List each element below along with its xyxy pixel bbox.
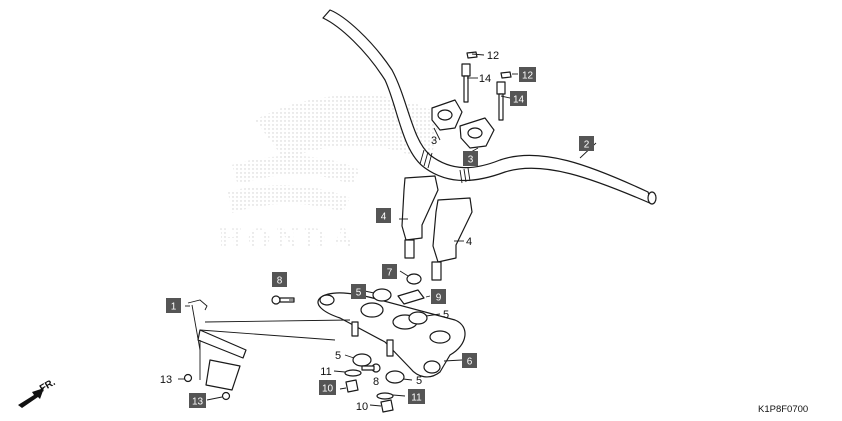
- handlebar-lower-holder-left: [401, 175, 439, 259]
- svg-text:14: 14: [479, 73, 491, 85]
- nut-upper: [345, 379, 359, 393]
- svg-text:2: 2: [584, 140, 590, 151]
- callout-5-plain-bottom: 5: [416, 375, 422, 387]
- diagram-code: K1P8F0700: [758, 404, 808, 415]
- callout-1: 1: [166, 298, 181, 313]
- svg-text:13: 13: [192, 397, 204, 408]
- handlebar-upper-holder-left: [431, 99, 463, 131]
- callout-5-plain-right: 5: [443, 309, 449, 321]
- rubber-bushing-bottom-1: [352, 353, 372, 367]
- callout-9: 9: [431, 289, 446, 304]
- callout-7: 7: [382, 264, 397, 279]
- callout-5-plain-left: 5: [335, 350, 341, 362]
- callout-10-plain: 10: [356, 401, 368, 413]
- callout-11-plain: 11: [320, 366, 331, 378]
- washer-bottom: [376, 392, 394, 400]
- honda-wing-watermark: HONDA: [218, 95, 440, 255]
- svg-text:7: 7: [387, 268, 393, 279]
- svg-text:1: 1: [171, 302, 177, 313]
- callout-4-plain: 4: [466, 236, 472, 248]
- svg-text:4: 4: [466, 236, 472, 248]
- bolt-cap-right: [500, 71, 512, 79]
- washer: [397, 289, 425, 305]
- holder-bolt-left: [461, 63, 471, 103]
- svg-text:5: 5: [416, 375, 422, 387]
- callout-2: 2: [579, 136, 594, 151]
- handlebar-upper-holder-right: [459, 117, 495, 149]
- callout-8-plain: 8: [373, 376, 379, 388]
- leader-lines: [178, 53, 597, 407]
- watermark-text: HONDA: [218, 222, 360, 255]
- svg-text:5: 5: [356, 288, 362, 299]
- callout-5-boxed: 5: [351, 284, 366, 299]
- svg-text:11: 11: [320, 366, 331, 378]
- svg-text:4: 4: [381, 212, 387, 223]
- svg-text:10: 10: [322, 384, 334, 395]
- holder-bolt-right: [496, 81, 506, 121]
- rubber-bushing-bottom-2: [385, 370, 405, 384]
- callout-4-boxed: 4: [376, 208, 391, 223]
- svg-text:3: 3: [468, 155, 474, 166]
- svg-text:5: 5: [335, 350, 341, 362]
- callout-12-boxed: 12: [519, 67, 536, 82]
- callout-8-boxed: 8: [272, 272, 287, 287]
- callout-13-plain: 13: [160, 374, 172, 386]
- svg-text:6: 6: [467, 357, 473, 368]
- svg-text:14: 14: [513, 95, 525, 106]
- callout-14-plain: 14: [479, 73, 491, 85]
- svg-text:9: 9: [436, 293, 442, 304]
- front-direction-arrow: FR.: [18, 377, 58, 408]
- collar: [406, 273, 422, 285]
- flange-bolt-lower: [361, 363, 381, 373]
- svg-text:10: 10: [356, 401, 368, 413]
- svg-text:12: 12: [522, 71, 534, 82]
- callout-3-plain: 3: [431, 135, 437, 147]
- callout-13-boxed: 13: [189, 393, 206, 408]
- svg-text:8: 8: [373, 376, 379, 388]
- svg-text:5: 5: [443, 309, 449, 321]
- nut-lower: [380, 399, 394, 413]
- bracket-screw-13a: [183, 373, 193, 383]
- washer-lower: [344, 369, 362, 377]
- callout-12-plain: 12: [487, 50, 499, 62]
- svg-text:11: 11: [411, 393, 422, 404]
- callout-6: 6: [462, 353, 477, 368]
- svg-text:13: 13: [160, 374, 172, 386]
- rubber-bushing-top-2: [408, 311, 428, 325]
- callout-11-boxed: 11: [408, 389, 425, 404]
- direction-label: FR.: [38, 377, 58, 395]
- bracket-screw-13b: [221, 391, 231, 401]
- svg-text:8: 8: [277, 276, 283, 287]
- svg-text:12: 12: [487, 50, 499, 62]
- rubber-bushing-top-1: [372, 288, 392, 302]
- callout-14-boxed: 14: [510, 91, 527, 106]
- bolt-cap-left: [466, 51, 478, 59]
- handlebar-lower-holder-right: [431, 197, 473, 281]
- svg-text:3: 3: [431, 135, 437, 147]
- callout-3-boxed: 3: [463, 151, 478, 166]
- top-bridge: [317, 292, 466, 378]
- cable-bracket: [187, 299, 247, 391]
- callout-10-boxed: 10: [319, 380, 336, 395]
- handlebar-pipe: [322, 9, 657, 205]
